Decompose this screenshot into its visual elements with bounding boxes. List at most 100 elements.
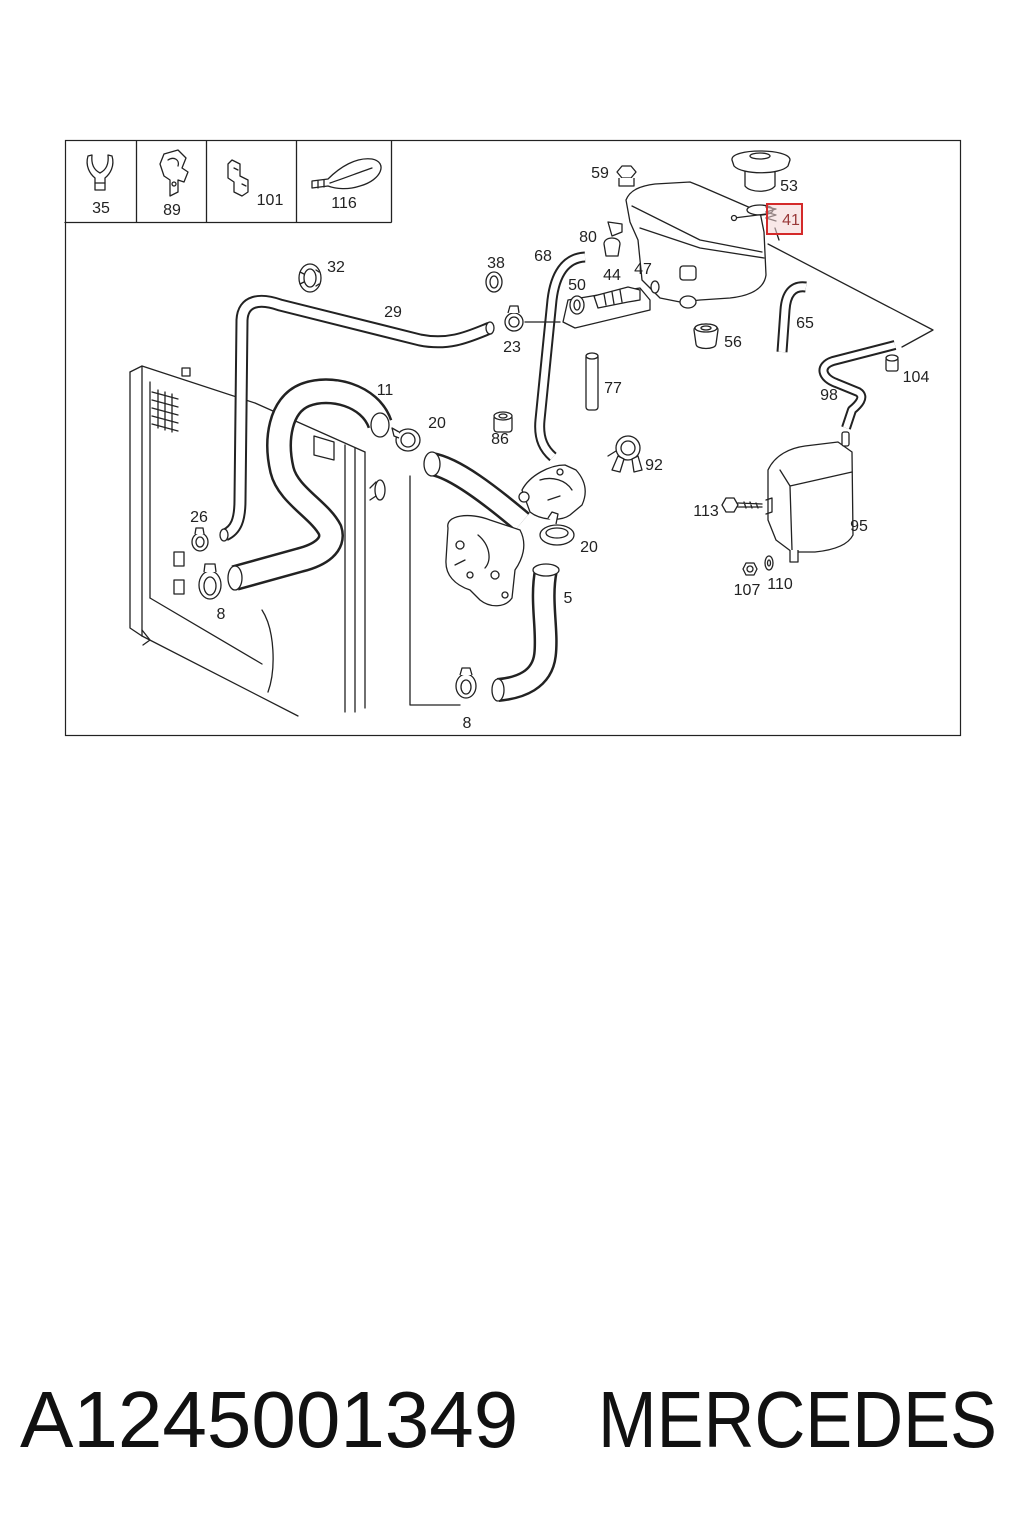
callout-80: 80 — [579, 229, 597, 246]
callout-56: 56 — [724, 334, 742, 351]
clip-89-icon — [159, 149, 189, 197]
washer-110 — [764, 555, 774, 571]
hose-5-shape — [532, 563, 560, 577]
callout-68: 68 — [534, 248, 552, 265]
clip-44 — [603, 237, 621, 257]
highlight-box — [766, 203, 803, 235]
clamp-92-shape — [607, 450, 617, 457]
grommet-56-shape — [694, 323, 718, 333]
radiator-cap-53-shape — [744, 169, 776, 192]
seal-ring-50-shape — [573, 299, 581, 311]
callout-113: 113 — [693, 503, 719, 520]
hose-29-shape — [219, 528, 229, 542]
callout-41-highlighted: 41 — [782, 212, 800, 229]
radiator-shape — [173, 551, 185, 567]
callout-26: 26 — [190, 509, 208, 526]
clamp-20-lower — [539, 511, 575, 546]
reservoir-95-shape — [841, 431, 850, 447]
clip-41-shape — [733, 213, 767, 219]
washer-110-shape — [766, 559, 772, 567]
callout-107: 107 — [734, 582, 761, 599]
hose-68-shape — [536, 253, 586, 460]
clamp-20-upper-shape — [395, 428, 421, 452]
clip-35-icon-shape — [86, 154, 114, 191]
bush-86-shape — [493, 411, 513, 421]
hose-11-shape — [370, 412, 390, 438]
hose-68 — [534, 251, 586, 462]
bracket-80 — [607, 221, 623, 237]
clip-89-icon-shape — [171, 181, 177, 187]
thermostat-housing-shape — [539, 477, 573, 501]
clamp-23-shape — [507, 305, 520, 314]
bolt-113-shape — [737, 501, 763, 509]
clip-44-shape — [603, 237, 621, 257]
callout-8-left: 8 — [217, 606, 226, 623]
radiator-shape — [157, 389, 173, 433]
nut-59-shape — [618, 178, 635, 187]
callout-8-bottom: 8 — [463, 715, 472, 732]
bush-86 — [493, 411, 513, 433]
thermostat-housing-shape — [521, 464, 586, 520]
hose-11-shape — [227, 565, 243, 591]
grommet-32 — [298, 263, 322, 293]
clamp-8-bottom-shape — [459, 667, 473, 676]
radiator-shape — [129, 371, 143, 637]
legend-label-35: 35 — [92, 200, 110, 217]
hose-5-shape — [496, 568, 556, 700]
legend-label-101: 101 — [257, 192, 284, 209]
water-pump-shape — [466, 571, 474, 579]
water-pump-shape — [445, 514, 525, 607]
bracket-80-shape — [607, 221, 623, 237]
clamp-26 — [191, 527, 209, 552]
hose-11-shape — [232, 380, 390, 589]
nut-107-shape — [742, 562, 758, 576]
clamp-23-shape — [504, 312, 524, 332]
part-number-caption: A1245001349 — [20, 1375, 519, 1464]
clamp-92-shape — [611, 455, 625, 473]
hose-29-shape — [222, 296, 492, 540]
water-pump — [423, 451, 530, 607]
callout-104: 104 — [903, 369, 930, 386]
reservoir-95-shape — [767, 441, 854, 553]
clamp-8-left — [198, 563, 222, 600]
callout-23: 23 — [503, 339, 521, 356]
grommet-32-shape — [303, 268, 317, 288]
hose-65-shape — [778, 283, 807, 353]
washer-110-shape — [764, 555, 774, 571]
clip-35-icon — [86, 154, 114, 191]
legend-grid — [64, 140, 393, 224]
cable-tie-116-icon — [311, 158, 382, 190]
clamp-20-lower-shape — [545, 527, 569, 539]
radiator-cap-53-shape — [749, 152, 771, 160]
callout-5: 5 — [564, 590, 573, 607]
radiator-shape — [141, 629, 151, 646]
cap-104 — [885, 354, 899, 372]
thermostat-housing-shape — [518, 491, 530, 503]
cable-tie-116-icon-shape — [329, 167, 373, 184]
water-pump-shape — [501, 591, 509, 599]
clamp-26-shape — [191, 532, 209, 552]
bolt-113-shape — [721, 497, 739, 513]
callout-29: 29 — [384, 304, 402, 321]
nut-107-shape — [746, 565, 754, 573]
clip-101-icon — [227, 159, 249, 197]
diagram-frame — [64, 139, 962, 737]
clamp-92-shape — [620, 440, 636, 456]
radiator-shape — [181, 367, 191, 377]
pipe-77-shape — [585, 352, 599, 360]
water-pump-shape — [490, 570, 500, 580]
expansion-tank-shape — [679, 295, 697, 309]
callout-32: 32 — [327, 259, 345, 276]
nut-107 — [742, 562, 758, 576]
reservoir-95-shape — [779, 469, 853, 551]
cap-104-shape — [885, 354, 899, 362]
callout-20-upper: 20 — [428, 415, 446, 432]
clamp-92 — [607, 435, 643, 473]
callout-44: 44 — [603, 267, 621, 284]
clip-89-icon-shape — [167, 157, 180, 167]
hose-98-shape — [820, 342, 896, 429]
radiator-cap-53-shape — [731, 150, 791, 174]
parts-diagram: 35 89 101 116 — [64, 139, 962, 737]
radiator-shape — [369, 481, 377, 501]
nut-59 — [616, 165, 637, 187]
